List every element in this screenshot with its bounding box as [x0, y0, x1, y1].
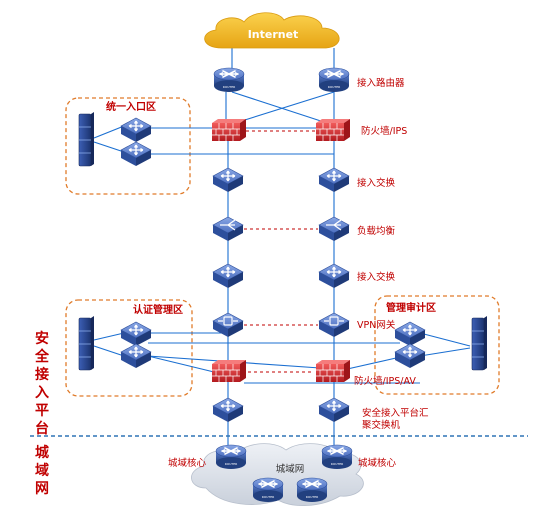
label-aggregation-switch-line1: 安全接入平台汇: [362, 407, 429, 419]
zone-unified-entry: 统一入口区: [65, 97, 191, 195]
switch-icon: [394, 343, 426, 369]
router-icon: [296, 477, 328, 503]
server-rack-icon: [78, 111, 95, 167]
label-access-switch-1: 接入交换: [357, 177, 396, 189]
switch-icon: [212, 167, 244, 193]
switch-icon: [120, 321, 152, 347]
redundancy-links: [244, 130, 318, 373]
device-labels: 接入路由器 防火墙/IPS 接入交换 负载均衡 接入交换 VPN网关 防火墙/I…: [168, 77, 429, 469]
internet-cloud: Internet: [204, 12, 340, 49]
label-metro-core-right: 城域核心: [358, 457, 397, 469]
zone-audit-management: 管理审计区: [374, 295, 500, 395]
svg-text:平: 平: [35, 403, 49, 419]
side-label-secure-access-platform: 安 全 接 入 平 台: [34, 330, 50, 437]
zone-auth-management: 认证管理区: [65, 299, 193, 397]
label-load-balancer: 负载均衡: [357, 225, 396, 237]
server-rack-icon: [471, 315, 488, 371]
svg-text:网: 网: [35, 481, 49, 497]
server-rack-icon: [78, 315, 95, 371]
load-balancer-icon: [212, 216, 244, 241]
links: [93, 48, 471, 448]
label-firewall-ips: 防火墙/IPS: [361, 125, 407, 137]
label-access-router: 接入路由器: [357, 77, 405, 89]
metro-network-label: 城域网: [276, 463, 305, 475]
switch-icon: [318, 263, 350, 289]
router-icon: [215, 444, 247, 470]
svg-text:全: 全: [34, 348, 50, 365]
firewall-icon: [315, 359, 351, 383]
router-icon: [252, 477, 284, 503]
svg-text:安: 安: [35, 330, 49, 347]
router-icon: [213, 67, 245, 93]
vpn-gateway-icon: [212, 312, 244, 337]
label-access-switch-2: 接入交换: [357, 271, 396, 283]
label-aggregation-switch-line2: 聚交换机: [362, 419, 401, 431]
label-firewall-ips-av: 防火墙/IPS/AV: [354, 375, 416, 387]
firewall-icon: [211, 118, 247, 142]
svg-text:台: 台: [35, 420, 49, 437]
router-icon: [321, 444, 353, 470]
zone-label-auth-management: 认证管理区: [133, 303, 183, 316]
zone-label-audit-management: 管理审计区: [386, 301, 436, 314]
switch-icon: [120, 117, 152, 143]
switch-icon: [318, 397, 350, 423]
firewall-icon: [315, 118, 351, 142]
internet-label: Internet: [248, 28, 299, 41]
firewall-icon: [211, 359, 247, 383]
label-vpn-gateway: VPN网关: [357, 319, 396, 331]
switch-icon: [318, 167, 350, 193]
switch-icon: [212, 263, 244, 289]
label-metro-core-left: 城域核心: [168, 457, 207, 469]
svg-text:城: 城: [35, 444, 49, 461]
side-label-metro-area: 城 域 网: [35, 444, 49, 497]
load-balancer-icon: [318, 216, 350, 241]
switch-icon: [394, 321, 426, 347]
zone-label-unified-entry: 统一入口区: [106, 100, 156, 113]
svg-text:接: 接: [35, 366, 49, 383]
router-icon: [318, 67, 350, 93]
switch-icon: [212, 397, 244, 423]
svg-text:入: 入: [35, 385, 49, 401]
svg-text:域: 域: [35, 462, 49, 479]
switch-icon: [120, 141, 152, 167]
switch-icon: [120, 343, 152, 369]
vpn-gateway-icon: [318, 312, 350, 337]
